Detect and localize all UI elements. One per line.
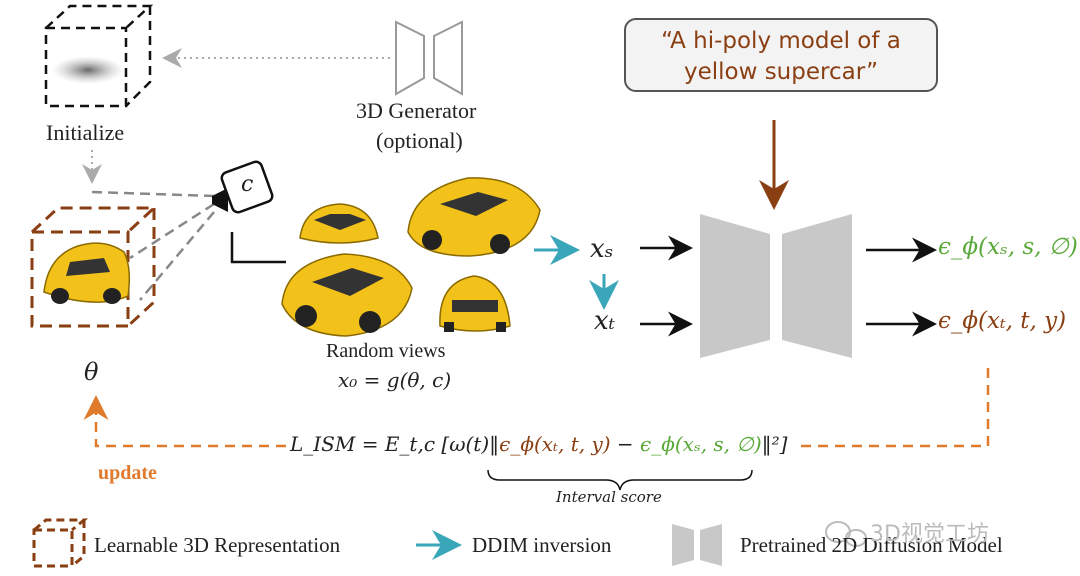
initialize-label: Initialize [46,120,125,145]
legend-model-icon [672,524,722,566]
prompt-line2: yellow supercar” [683,59,879,85]
init-cube-icon [44,4,154,108]
generator-label-line1: 3D Generator [356,98,477,123]
camera-frustum [91,190,215,301]
update-label: update [98,462,157,484]
x0-equation: x₀ = g(θ, c) [338,368,452,392]
car-in-cube-icon [43,242,131,304]
watermark-text: 3D视觉工坊 [870,522,989,547]
camera-icon [212,160,274,214]
random-views-label: Random views [326,340,446,362]
diffusion-model-icon [700,214,852,358]
loss-suffix: ‖²] [761,432,788,456]
generator-icon [395,20,463,96]
update-dashed-arrow [83,395,286,448]
eps-t-label: ϵ_ϕ(xₜ, t, y) [938,308,1067,334]
legend-item2-label: DDIM inversion [472,533,612,557]
loss-minus: − [616,432,634,456]
camera-to-views-connector [230,232,286,264]
prompt-box: “A hi-poly model of a yellow supercar” [624,18,938,92]
loss-term-t: ϵ_ϕ(xₜ, t, y) [499,432,611,456]
loss-equation: L_ISM = E_t,c [ω(t)‖ϵ_ϕ(xₜ, t, y) − ϵ_ϕ(… [290,432,787,456]
interval-score-brace [487,469,753,491]
theta-label: θ [84,358,99,386]
loss-right-dashed [800,368,990,448]
random-view-car-2 [407,177,541,257]
random-view-car-1 [299,203,379,244]
camera-label: c [241,172,254,197]
xt-label: xₜ [594,306,616,336]
random-view-car-3 [281,253,413,337]
legend-item3-label: Pretrained 2D Diffusion Model [740,533,1003,557]
generator-label-line2: (optional) [376,128,463,153]
random-view-car-4 [439,275,511,332]
legend-item1-label: Learnable 3D Representation [94,533,341,557]
eps-s-label: ϵ_ϕ(xₛ, s, ∅) [938,234,1078,260]
loss-term-s: ϵ_ϕ(xₛ, s, ∅) [640,432,762,456]
watermark-logo-icon [825,521,867,547]
prompt-line1: “A hi-poly model of a [661,28,901,54]
legend-cube-icon [32,518,89,568]
loss-prefix: L_ISM = E_t,c [ω(t)‖ [290,432,500,456]
blob-car-icon [52,56,124,84]
xs-label: xₛ [590,234,614,264]
interval-score-label: Interval score [556,488,662,506]
